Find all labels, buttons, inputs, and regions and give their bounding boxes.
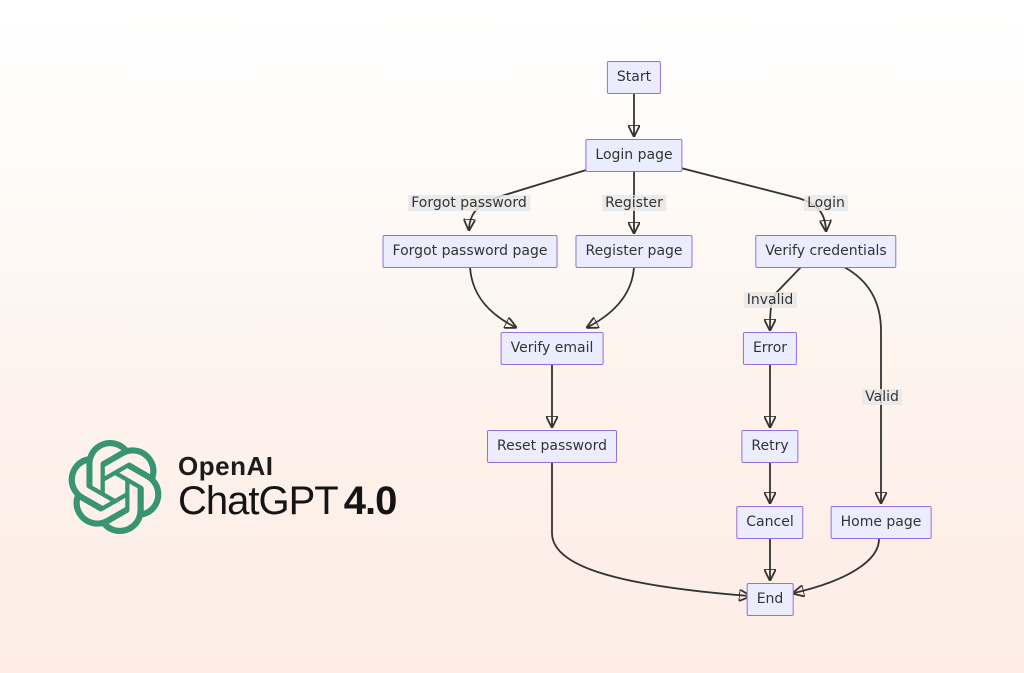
edge-reset-password-to-end — [551, 462, 749, 596]
edge-home-page-to-end — [794, 537, 880, 593]
node-retry: Retry — [741, 430, 799, 463]
node-cancel: Cancel — [736, 506, 804, 539]
logo-product-name: ChatGPT — [178, 479, 339, 523]
edge-forgot-password-page-to-verify-email — [469, 266, 515, 327]
edge-label-invalid: Invalid — [743, 292, 797, 308]
openai-chatgpt-logo: OpenAI ChatGPT 4.0 — [68, 440, 398, 534]
node-register-page: Register page — [575, 235, 693, 268]
edge-label-register: Register — [602, 195, 666, 211]
node-forgot-password-page: Forgot password page — [382, 235, 558, 268]
node-start: Start — [606, 61, 662, 94]
edge-register-page-to-verify-email — [588, 266, 635, 327]
node-login-page: Login page — [585, 139, 683, 172]
node-verify-email: Verify email — [500, 332, 604, 365]
node-home-page: Home page — [830, 506, 932, 539]
node-error: Error — [742, 332, 798, 365]
logo-text: OpenAI ChatGPT 4.0 — [178, 451, 398, 523]
edge-label-login: Login — [804, 195, 848, 211]
node-reset-password: Reset password — [486, 430, 618, 463]
node-verify-credentials: Verify credentials — [755, 235, 897, 268]
logo-product-line: ChatGPT 4.0 — [178, 479, 398, 523]
openai-logo-icon — [68, 440, 162, 534]
edge-verify-credentials-to-home-page — [843, 266, 881, 502]
edge-login-page-to-verify-credentials — [672, 165, 826, 230]
edge-label-valid: Valid — [862, 389, 902, 405]
logo-version: 4.0 — [343, 479, 398, 523]
logo-company-name: OpenAI — [178, 451, 274, 481]
node-end: End — [746, 583, 794, 616]
edge-label-forgot-password: Forgot password — [408, 195, 530, 211]
